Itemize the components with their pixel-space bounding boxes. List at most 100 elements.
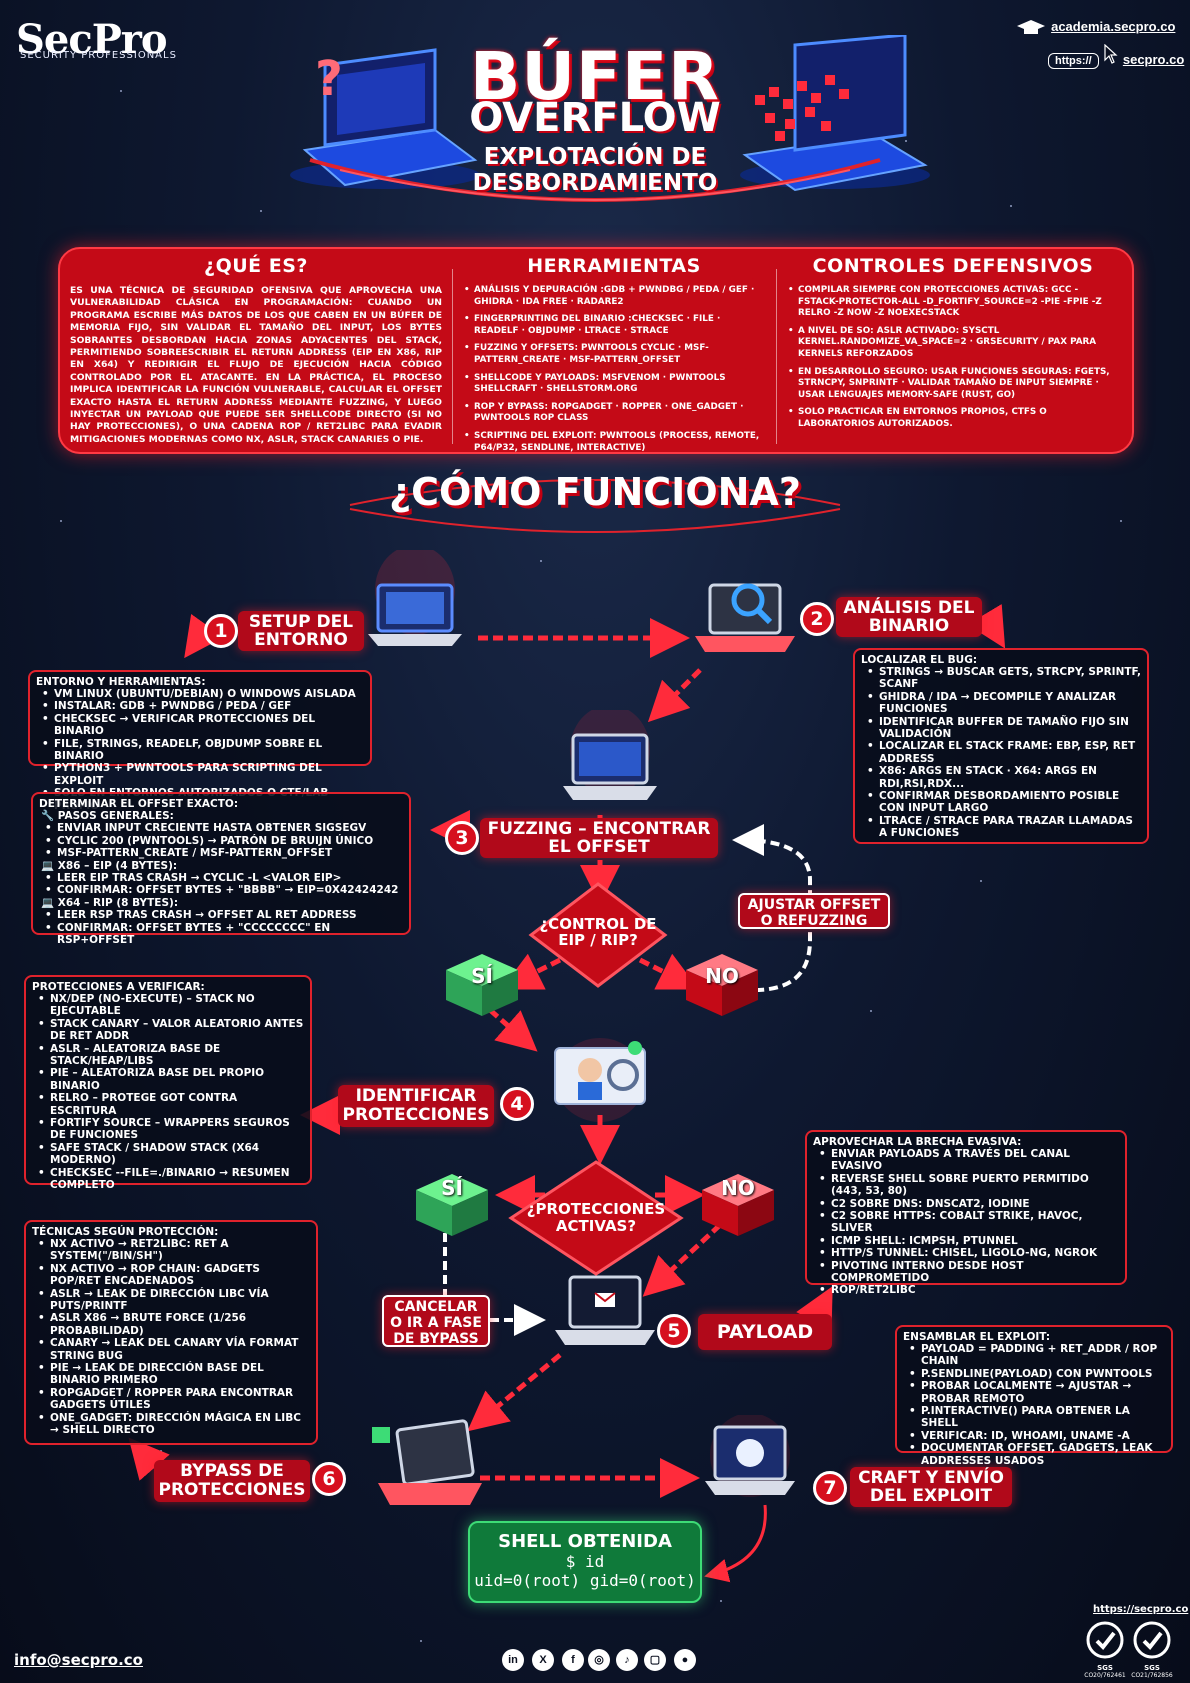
- step-2-number: 2: [800, 602, 834, 636]
- bypass-item: ROPgadget / ropper para encontrar gadget…: [32, 1387, 310, 1412]
- site-link[interactable]: secpro.co: [1122, 52, 1185, 67]
- evasive-item: Pivoting interno desde host comprometido: [813, 1260, 1119, 1285]
- certification-badge-2: SGS CO21/762856: [1130, 1620, 1174, 1679]
- craft-box: Ensamblar el exploit: payload = padding …: [895, 1325, 1173, 1467]
- protection-item: ASLR – aleatoriza base de stack/heap/lib…: [32, 1043, 304, 1068]
- svg-text:?: ?: [315, 51, 343, 107]
- fuzzing-laptop-icon: [563, 710, 657, 800]
- protection-item: Safe Stack / Shadow Stack (x64 moderno): [32, 1142, 304, 1167]
- protections-heading: Protecciones a verificar:: [32, 981, 205, 993]
- craft-item: Probar localmente → ajustar → probar rem…: [903, 1380, 1165, 1405]
- step-5-label: PAYLOAD: [698, 1314, 832, 1350]
- offset-box: Determinar el offset exacto: 🔧 Pasos gen…: [31, 792, 411, 946]
- payload-laptop-icon: [555, 1275, 655, 1345]
- what-is-heading: ¿QUÉ ES?: [204, 255, 308, 277]
- tiktok-icon[interactable]: ♪: [616, 1649, 638, 1671]
- what-is-text: Es una técnica de seguridad ofensiva que…: [70, 285, 442, 445]
- analysis-item: x86: args en stack · x64: args en RDI,RS…: [861, 765, 1141, 790]
- decision-eip-control: ¿CONTROL DE EIP / RIP?: [527, 880, 669, 990]
- tool-item: Fuzzing y offsets: pwntools cyclic · msf…: [464, 343, 764, 366]
- offset-sub-general: 🔧 Pasos generales:: [41, 810, 174, 822]
- evasive-item: C2 sobre HTTPS: Cobalt Strike, Havoc, Sl…: [813, 1210, 1119, 1235]
- title-swoosh: [309, 158, 881, 202]
- craft-item: p.interactive() para obtener la shell: [903, 1405, 1165, 1430]
- footer-site-link[interactable]: https://secpro.co: [1093, 1604, 1189, 1615]
- academy-link[interactable]: academia.secpro.co: [1051, 19, 1176, 34]
- bypass-laptop-icon: [372, 1419, 482, 1505]
- analysis-item: Confirmar desbordamiento posible con inp…: [861, 790, 1141, 815]
- laptop-overflow-illustration: [740, 35, 930, 192]
- bypass-item: Canary → leak del canary vía format stri…: [32, 1337, 310, 1362]
- craft-item: payload = padding + ret_addr / ROP chain: [903, 1343, 1165, 1368]
- panel-divider: [776, 269, 777, 444]
- tool-item: Análisis y depuración :GDB + pwndbg / PE…: [464, 285, 764, 308]
- offset-item: Leer RSP tras crash → offset al RET addr…: [39, 909, 403, 922]
- offset-item: Leer EIP tras crash → cyclic -l <valor E…: [39, 872, 403, 885]
- defense-column: CONTROLES DEFENSIVOS Compilar siempre co…: [788, 255, 1118, 437]
- sgs-badge-icon: [1086, 1621, 1124, 1659]
- bypass-item: ASLR → leak de dirección libc vía puts/p…: [32, 1288, 310, 1313]
- step-3-number: 3: [445, 821, 479, 855]
- contact-email[interactable]: info@secpro.co: [14, 1651, 143, 1669]
- yes-label-2: SÍ: [441, 1176, 463, 1200]
- title-line-1: BÚFER: [470, 38, 720, 115]
- how-it-works-title: ¿CÓMO FUNCIONA?: [389, 470, 801, 514]
- instagram-icon[interactable]: ◎: [588, 1649, 610, 1671]
- cursor-icon: [1104, 43, 1118, 68]
- analysis-item: Identificar buffer de tamaño fijo sin va…: [861, 716, 1141, 741]
- academy-link-group[interactable]: academia.secpro.co: [1016, 16, 1175, 35]
- site-link-group[interactable]: https:// secpro.co: [1048, 43, 1185, 69]
- title-line-2: OVERFLOW: [469, 95, 721, 141]
- github-icon[interactable]: ●: [674, 1649, 696, 1671]
- analysis-item: strings → buscar gets, strcpy, sprintf, …: [861, 666, 1141, 691]
- env-heading: Entorno y herramientas:: [36, 676, 206, 688]
- step-1-number: 1: [204, 614, 238, 648]
- analysis-item: Localizar el stack frame: EBP, ESP, RET …: [861, 740, 1141, 765]
- what-is-column: ¿QUÉ ES? Es una técnica de seguridad ofe…: [70, 255, 442, 446]
- bypass-item: ASLR x86 → brute force (1/256 probabilid…: [32, 1312, 310, 1337]
- protections-box: Protecciones a verificar: NX/DEP (No-Exe…: [24, 975, 312, 1191]
- yes-label-1: SÍ: [471, 964, 493, 988]
- tool-item: ROP y bypass: ROPgadget · ropper · one_g…: [464, 402, 764, 425]
- defense-item: Solo practicar en entornos propios, CTFs…: [788, 407, 1118, 430]
- tool-item: Fingerprinting del binario :checksec · f…: [464, 314, 764, 337]
- bypass-item: one_gadget: dirección mágica en libc → s…: [32, 1412, 310, 1437]
- offset-sub-x86: 💻 x86 – EIP (4 bytes):: [41, 859, 178, 872]
- facebook-icon[interactable]: f: [562, 1649, 584, 1671]
- evasive-item: Enviar payloads a través del canal evasi…: [813, 1148, 1119, 1173]
- protection-item: NX/DEP (No-Execute) – stack no ejecutabl…: [32, 993, 304, 1018]
- graduation-cap-icon: [1016, 19, 1046, 35]
- linkedin-icon[interactable]: in: [502, 1649, 524, 1671]
- no-cube-2: [702, 1174, 774, 1236]
- step-4-number: 4: [500, 1087, 534, 1121]
- env-item: Instalar: GDB + pwndbg / PEDA / GEF: [36, 700, 364, 713]
- env-item: checksec → verificar protecciones del bi…: [36, 713, 364, 738]
- protection-item: checksec --file=./binario → resumen comp…: [32, 1167, 304, 1192]
- tools-column: HERRAMIENTAS Análisis y depuración :GDB …: [464, 255, 764, 460]
- env-item: file, strings, readelf, objdump sobre el…: [36, 738, 364, 763]
- url-prefix: https://: [1048, 53, 1099, 69]
- offset-item: Enviar input creciente hasta obtener SIG…: [39, 822, 403, 835]
- analysis-heading: Localizar el bug:: [861, 654, 978, 666]
- x-icon[interactable]: X: [532, 1649, 554, 1671]
- title-line-3b: DESBORDAMIENTO: [472, 170, 718, 196]
- tools-heading: HERRAMIENTAS: [527, 255, 701, 277]
- no-cube-1: [686, 954, 758, 1016]
- analysis-item: Ghidra / IDA → decompile y analizar func…: [861, 691, 1141, 716]
- twitch-icon[interactable]: ▢: [644, 1649, 666, 1671]
- exploit-laptop-icon: [705, 1415, 795, 1497]
- secpro-logo: SecPro: [16, 16, 168, 63]
- bypass-heading: Técnicas según protección:: [32, 1226, 219, 1238]
- offset-item: msf-pattern_create / msf-pattern_offset: [39, 847, 403, 860]
- defense-item: En desarrollo seguro: usar funciones seg…: [788, 367, 1118, 402]
- evasive-item: ICMP shell: icmpsh, ptunnel: [813, 1235, 1119, 1248]
- env-item: Python3 + pwntools para scripting del ex…: [36, 762, 364, 787]
- title-line-3: EXPLOTACIÓN DE DESBORDAMIENTO: [0, 144, 1190, 196]
- offset-item: cyclic 200 (pwntools) → patrón de Bruijn…: [39, 835, 403, 848]
